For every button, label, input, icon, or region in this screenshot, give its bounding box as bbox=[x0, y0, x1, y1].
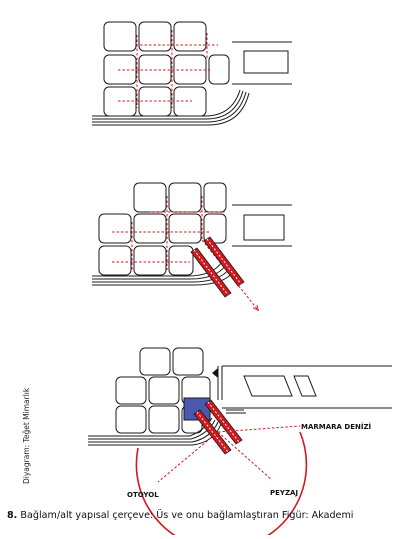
label-sea: MARMARA DENİZİ bbox=[301, 422, 371, 431]
context-arc bbox=[135, 431, 308, 539]
panel-3 bbox=[88, 347, 392, 539]
figure-caption-text: Bağlam/alt yapısal çerçeve: Üs ve onu ba… bbox=[20, 510, 354, 521]
panel-1 bbox=[92, 21, 292, 126]
triangle-marker-icon bbox=[212, 368, 218, 378]
figure-caption: 8. Bağlam/alt yapısal çerçeve: Üs ve onu… bbox=[7, 510, 399, 521]
label-landscape: PEYZAJ bbox=[270, 489, 298, 497]
panel-2 bbox=[92, 182, 292, 310]
figure-number: 8. bbox=[7, 510, 18, 521]
label-highway: OTOYOL bbox=[127, 491, 159, 499]
diagram-credit: Diyagram: Teğet Mimarlık bbox=[22, 387, 31, 484]
